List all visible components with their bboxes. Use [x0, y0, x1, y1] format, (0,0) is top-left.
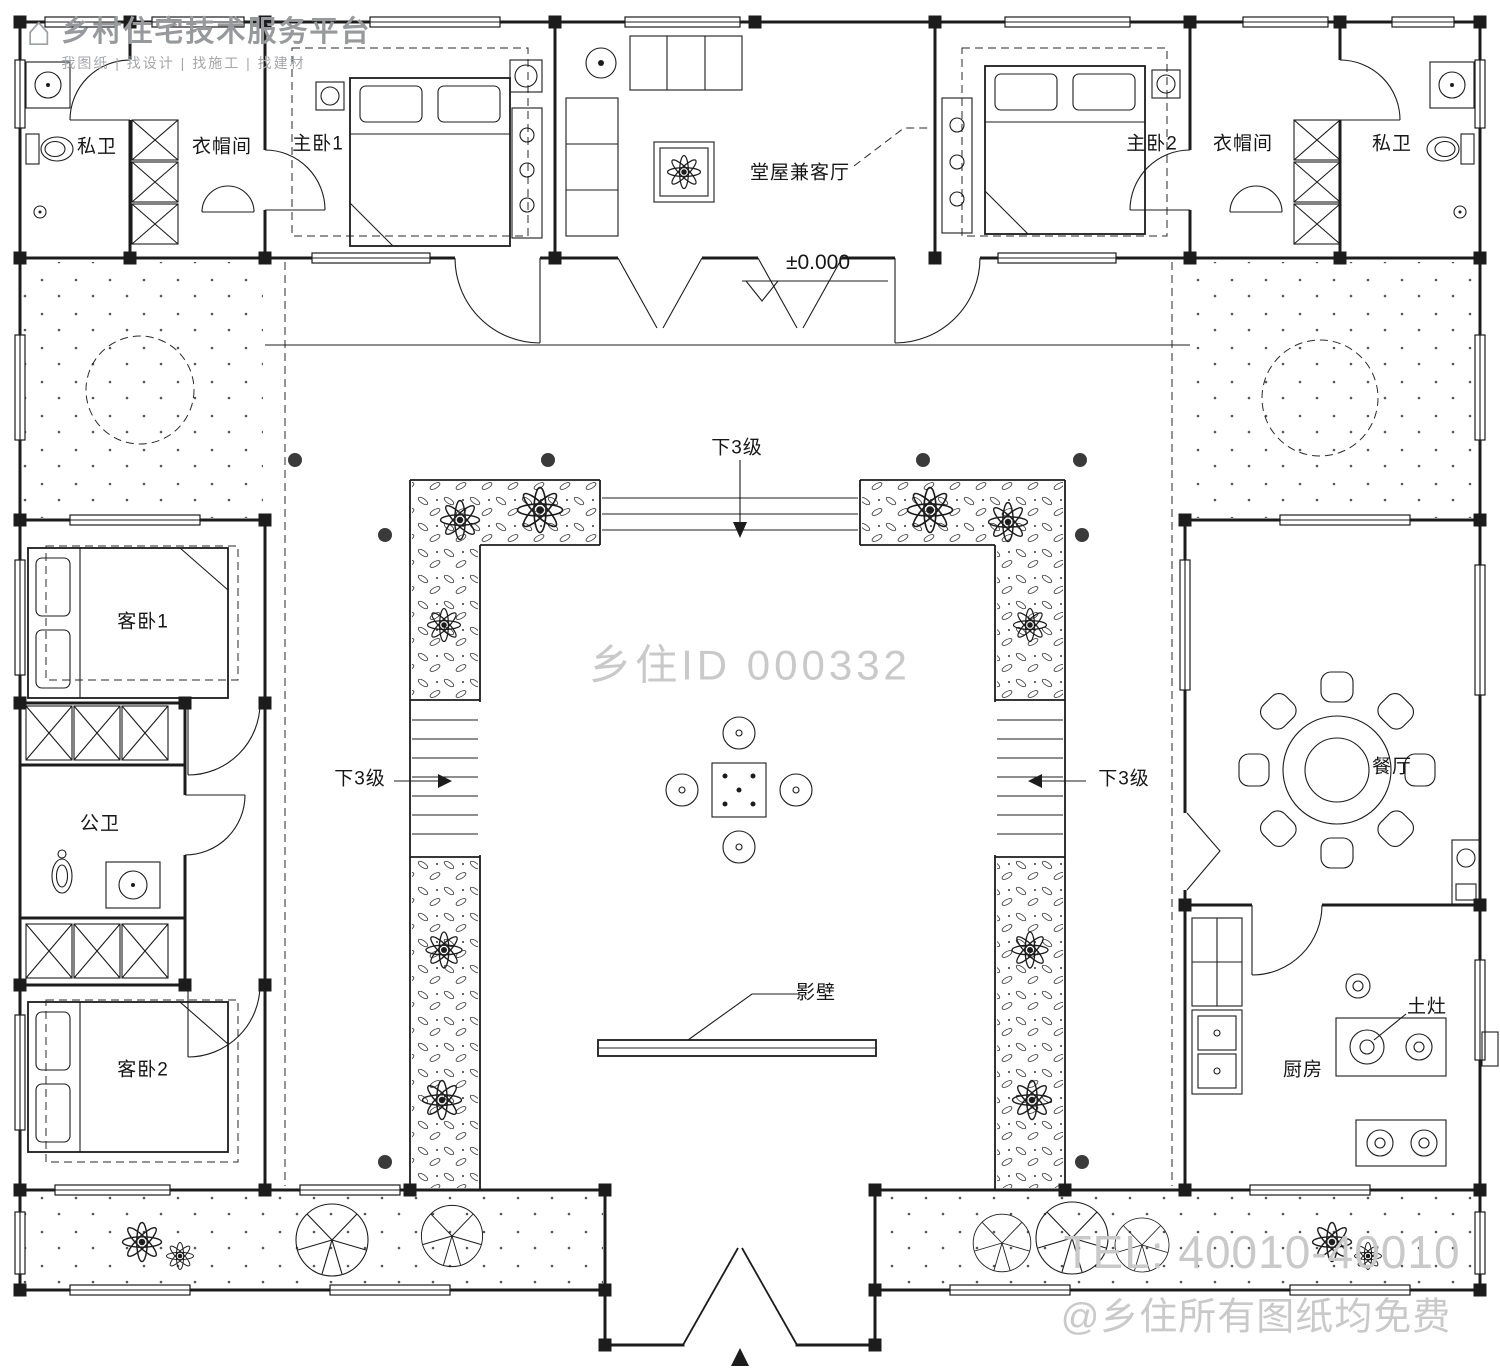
cloakroom-chairs: [201, 185, 1283, 213]
room-label-bath-right: 私卫: [1371, 133, 1413, 155]
doors: [69, 59, 1401, 1346]
hall-furniture: [565, 35, 743, 237]
windows: [14, 16, 1486, 1296]
room-label-guest1: 客卧1: [117, 611, 169, 633]
screen-wall: [597, 993, 877, 1057]
annotation-graphics: [394, 127, 1086, 1366]
elevation-marker: ±0.000: [785, 251, 851, 274]
kitchen-fixtures: [1191, 839, 1499, 1167]
steps-label-left: 下3级: [334, 768, 386, 790]
bathroom-fixtures: [25, 61, 1475, 909]
brand-header: ⌂ 乡村住宅技术服务平台 我图纸 | 找设计 | 找施工 | 找建材: [26, 8, 371, 73]
brand-logo-icon: ⌂: [26, 7, 52, 54]
room-label-bath-left: 私卫: [76, 136, 118, 158]
room-label-guest2: 客卧2: [117, 1059, 169, 1081]
watermark-free: @乡住所有图纸均免费: [1060, 1296, 1452, 1339]
watermark-center: 乡住ID 000332: [589, 641, 911, 689]
room-label-master1: 主卧1: [292, 133, 344, 155]
room-label-master2: 主卧2: [1126, 133, 1178, 155]
watermark-tel: TEL: 40010-40010: [1063, 1226, 1461, 1278]
room-label-public-bath: 公卫: [79, 813, 121, 835]
brand-tagline: 我图纸 | 找设计 | 找施工 | 找建材: [61, 55, 306, 71]
steps-label-top: 下3级: [711, 437, 763, 459]
courtyard-table: [665, 716, 813, 864]
dining-table: [1238, 671, 1436, 869]
room-label-kitchen: 厨房: [1282, 1059, 1324, 1081]
bedroom-furniture: [315, 59, 1181, 239]
room-label-cloak-left: 衣帽间: [191, 136, 253, 158]
room-label-hall: 堂屋兼客厅: [749, 162, 851, 184]
screen-wall-label: 影壁: [795, 982, 837, 1004]
room-label-dining: 餐厅: [1371, 756, 1413, 778]
brand-name: 乡村住宅技术服务平台: [61, 16, 372, 48]
label-stove: 土灶: [1406, 996, 1448, 1018]
steps: [412, 497, 1063, 835]
steps-label-right: 下3级: [1098, 768, 1150, 790]
room-label-cloak-right: 衣帽间: [1212, 133, 1274, 155]
